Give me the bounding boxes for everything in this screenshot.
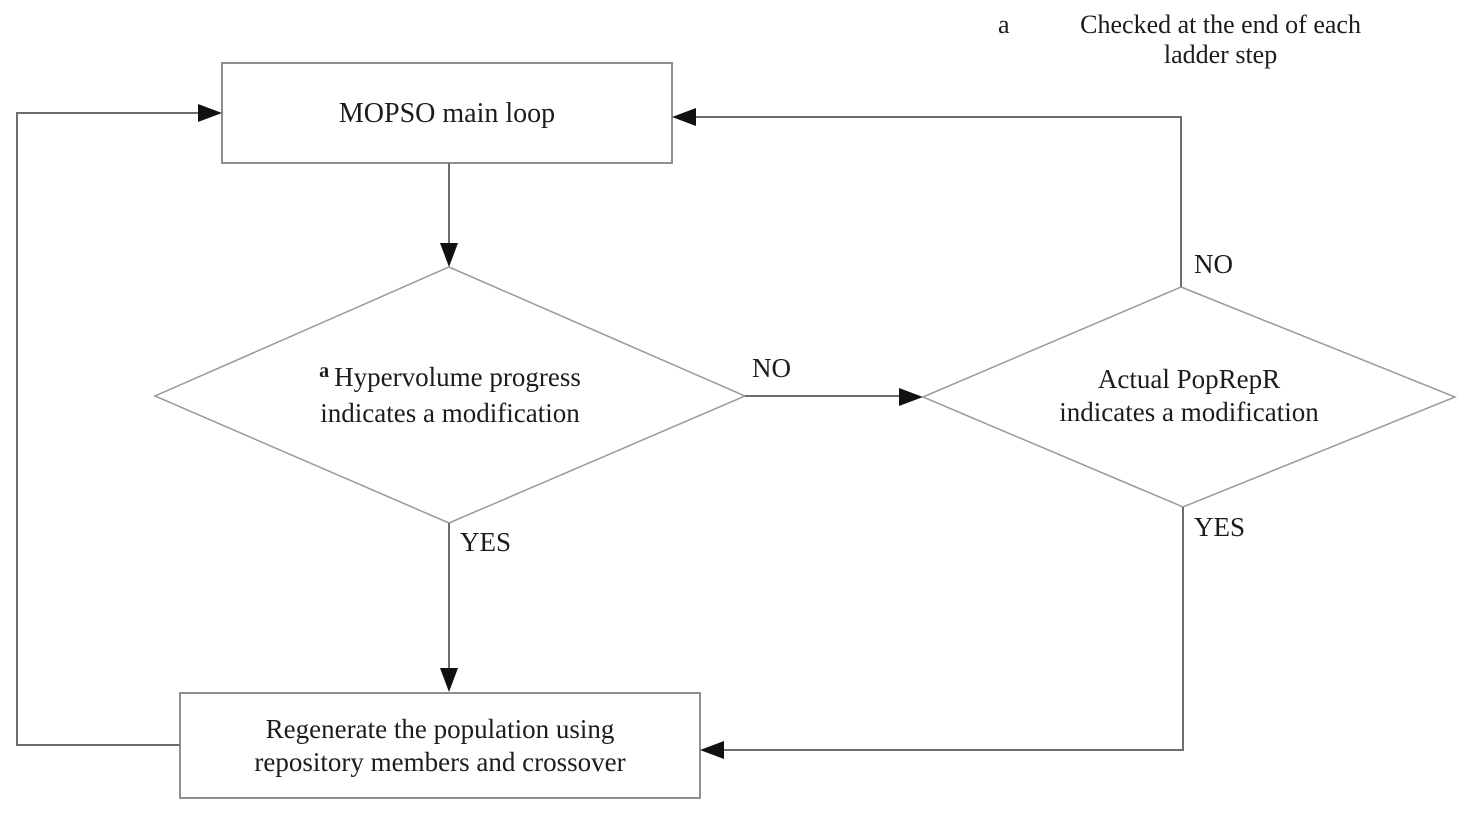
footnote-line2: ladder step: [1163, 40, 1278, 69]
arrowhead-into-regenerate-right: [700, 741, 724, 759]
edge-label-poprepr-no: NO: [1194, 249, 1233, 279]
footnote-text: Checked at the end of each ladder step: [1046, 10, 1396, 70]
hypervolume-line2: indicates a modification: [320, 397, 580, 428]
arrowhead-into-hypervolume-top: [440, 243, 458, 267]
edge-label-hypervolume-no: NO: [752, 353, 791, 383]
arrowhead-into-mopso-left: [198, 104, 222, 122]
arrowhead-into-poprepr-left: [899, 388, 923, 406]
arrowhead-into-regenerate-top: [440, 668, 458, 692]
node-mopso-main-loop: MOPSO main loop: [222, 63, 672, 163]
node-regenerate-population: Regenerate the population using reposito…: [180, 693, 700, 798]
footnote-annotation: a Checked at the end of each ladder step: [998, 10, 1396, 70]
hypervolume-line1-text: Hypervolume progress: [334, 361, 581, 392]
edge-label-hypervolume-yes: YES: [460, 527, 512, 557]
edge-poprepr-yes-to-regenerate: [723, 507, 1184, 751]
footnote-marker: a: [998, 10, 1010, 39]
mopso-label: MOPSO main loop: [338, 97, 556, 129]
poprepr-line2: indicates a modification: [1059, 397, 1319, 427]
hypervolume-footnote-ref: a: [319, 359, 330, 382]
edge-poprepr-no-to-mopso: [695, 116, 1182, 287]
footnote-line1: Checked at the end of each: [1080, 10, 1361, 39]
regenerate-box-shape: [179, 692, 701, 799]
mopso-box-shape: [221, 62, 673, 164]
poprepr-line1: Actual PopRepR: [1097, 364, 1281, 394]
arrowhead-into-mopso-right: [672, 108, 696, 126]
regenerate-line1: Regenerate the population using: [265, 713, 615, 744]
edge-regenerate-to-mopso: [16, 112, 198, 746]
regenerate-line2: repository members and crossover: [254, 746, 626, 777]
node-poprepr-decision: Actual PopRepR indicates a modification: [969, 341, 1409, 451]
edge-label-poprepr-yes: YES: [1194, 512, 1246, 542]
